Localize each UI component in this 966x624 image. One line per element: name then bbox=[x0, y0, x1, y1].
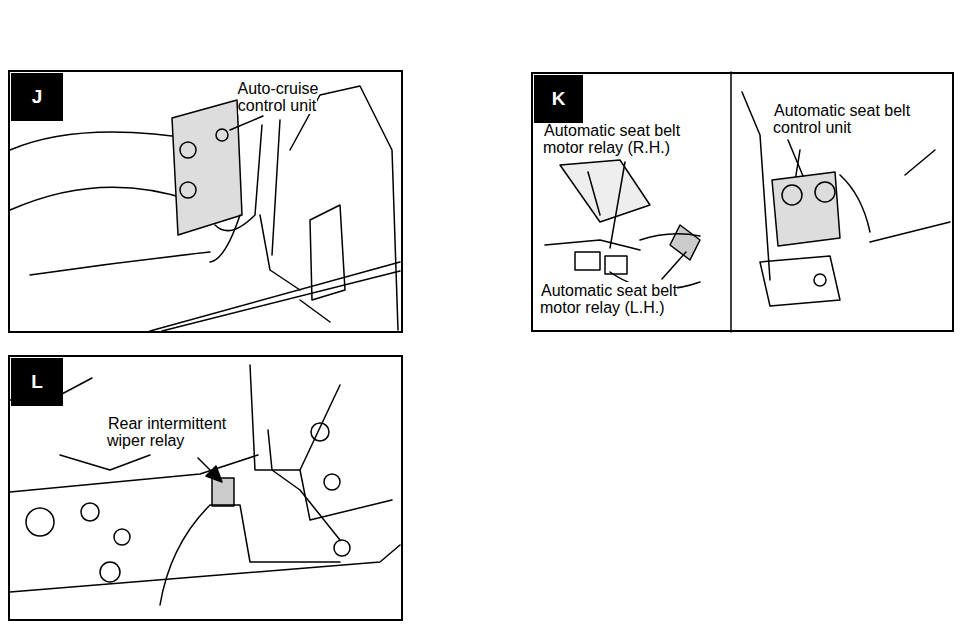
line-art bbox=[334, 540, 350, 556]
line-art bbox=[210, 215, 240, 262]
line-art bbox=[30, 252, 210, 275]
line-art bbox=[100, 562, 120, 582]
line-art bbox=[300, 300, 330, 322]
label-wrap: Automatic seat belt motor relay (L.H.) bbox=[540, 282, 720, 317]
line-art bbox=[300, 470, 392, 520]
line-art bbox=[10, 545, 400, 592]
line-art bbox=[10, 132, 200, 150]
line-art bbox=[575, 252, 600, 270]
line-art bbox=[150, 262, 400, 331]
part-label: Rear intermittent wiper relay bbox=[107, 415, 226, 449]
label-wrap: Automatic seat belt motor relay (R.H.) bbox=[543, 122, 723, 157]
label-wrap: Auto-cruise control unit bbox=[215, 80, 340, 115]
line-art bbox=[311, 423, 329, 441]
line-art bbox=[206, 466, 222, 482]
line-art bbox=[730, 72, 732, 332]
line-art bbox=[772, 172, 840, 246]
part-label: Automatic seat belt motor relay (L.H.) bbox=[540, 282, 677, 316]
line-art bbox=[840, 175, 870, 232]
line-art bbox=[870, 222, 950, 242]
line-art bbox=[545, 240, 640, 250]
line-art bbox=[215, 125, 262, 231]
line-art bbox=[81, 503, 99, 521]
panel-letter: K bbox=[552, 88, 566, 110]
panel-letter: L bbox=[31, 371, 43, 393]
line-art bbox=[216, 129, 228, 141]
line-art bbox=[560, 160, 650, 222]
line-art bbox=[905, 150, 935, 175]
line-art bbox=[324, 474, 340, 490]
line-art bbox=[815, 182, 835, 202]
part-label: Automatic seat belt control unit bbox=[773, 102, 910, 136]
line-art bbox=[180, 142, 196, 158]
part-label: Automatic seat belt motor relay (R.H.) bbox=[543, 122, 680, 156]
part-label: Auto-cruise control unit bbox=[237, 80, 319, 114]
line-art bbox=[290, 86, 398, 330]
line-art bbox=[610, 162, 625, 248]
line-art bbox=[814, 274, 826, 286]
line-art bbox=[272, 120, 280, 255]
line-art bbox=[782, 185, 802, 205]
label-wrap: Rear intermittent wiper relay bbox=[107, 415, 257, 450]
line-art bbox=[760, 256, 840, 306]
label-wrap: Automatic seat belt control unit bbox=[773, 102, 938, 137]
line-art bbox=[10, 187, 190, 210]
line-art bbox=[742, 92, 770, 280]
line-art bbox=[670, 225, 700, 260]
line-art bbox=[114, 529, 130, 545]
line-art bbox=[605, 256, 627, 274]
line-art bbox=[250, 365, 340, 470]
panel-j-art bbox=[10, 86, 400, 331]
panel-tab: K bbox=[534, 75, 583, 123]
line-art bbox=[260, 215, 300, 290]
figure-panel: Auto-cruise control unit J bbox=[8, 70, 403, 333]
line-art bbox=[268, 430, 340, 540]
panel-tab: L bbox=[11, 358, 63, 406]
line-art bbox=[172, 100, 242, 235]
panel-tab: J bbox=[11, 73, 63, 121]
line-art bbox=[60, 455, 150, 470]
line-art bbox=[26, 508, 54, 536]
figure-panel: Automatic seat belt motor relay (R.H.) Au… bbox=[531, 72, 954, 332]
figure-panel: Rear intermittent wiper relay L bbox=[8, 355, 403, 621]
line-art bbox=[160, 505, 340, 605]
line-art bbox=[640, 234, 700, 240]
line-art bbox=[162, 271, 400, 331]
panel-l-art bbox=[10, 365, 400, 605]
line-art bbox=[588, 172, 600, 215]
line-art bbox=[180, 182, 196, 198]
line-art bbox=[662, 252, 686, 279]
line-art bbox=[212, 478, 234, 506]
line-art bbox=[230, 116, 263, 130]
line-art bbox=[788, 140, 803, 176]
panel-letter: J bbox=[32, 86, 43, 108]
